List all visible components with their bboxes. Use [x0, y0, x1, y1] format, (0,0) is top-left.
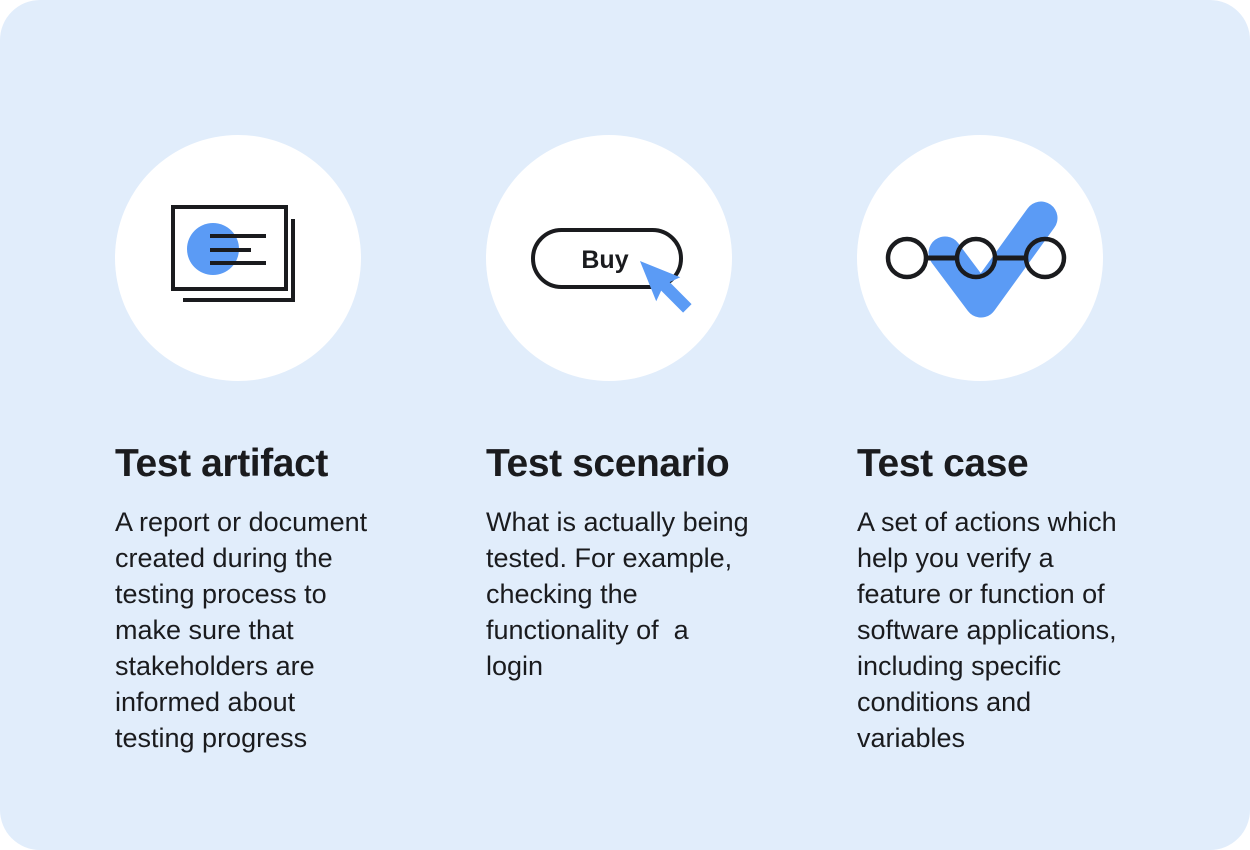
report-pages-icon [171, 205, 295, 302]
buy-button-label: Buy [581, 246, 628, 274]
checkmark-icon [928, 201, 1058, 318]
icon-badge-circle [857, 135, 1103, 381]
column-description: A set of actions which help you verify a… [857, 507, 1117, 753]
column-test-artifact: Test artifact A report or document creat… [115, 135, 456, 756]
column-description: What is actually being tested. For examp… [486, 507, 749, 681]
check-steps-icon [885, 201, 1067, 318]
step-node-3 [1023, 236, 1067, 280]
buy-button-pill [531, 228, 683, 289]
column-title: Test artifact [115, 442, 328, 485]
step-node-1 [885, 236, 929, 280]
column-title: Test scenario [486, 442, 730, 485]
buy-button-cursor-icon: Buy [531, 228, 692, 313]
back-page-outline [183, 219, 295, 302]
step-node-2 [954, 236, 998, 280]
icon-badge-circle: Buy [486, 135, 732, 381]
column-test-scenario: Buy Test scenario What is actually being… [486, 135, 827, 756]
cursor-arrow-icon [639, 260, 692, 313]
column-test-case: Test case A set of actions which help yo… [857, 135, 1198, 756]
column-description: A report or document created during the … [115, 507, 368, 753]
columns-row: Test artifact A report or document creat… [115, 135, 1198, 756]
icon-badge-circle [115, 135, 361, 381]
column-title: Test case [857, 442, 1029, 485]
